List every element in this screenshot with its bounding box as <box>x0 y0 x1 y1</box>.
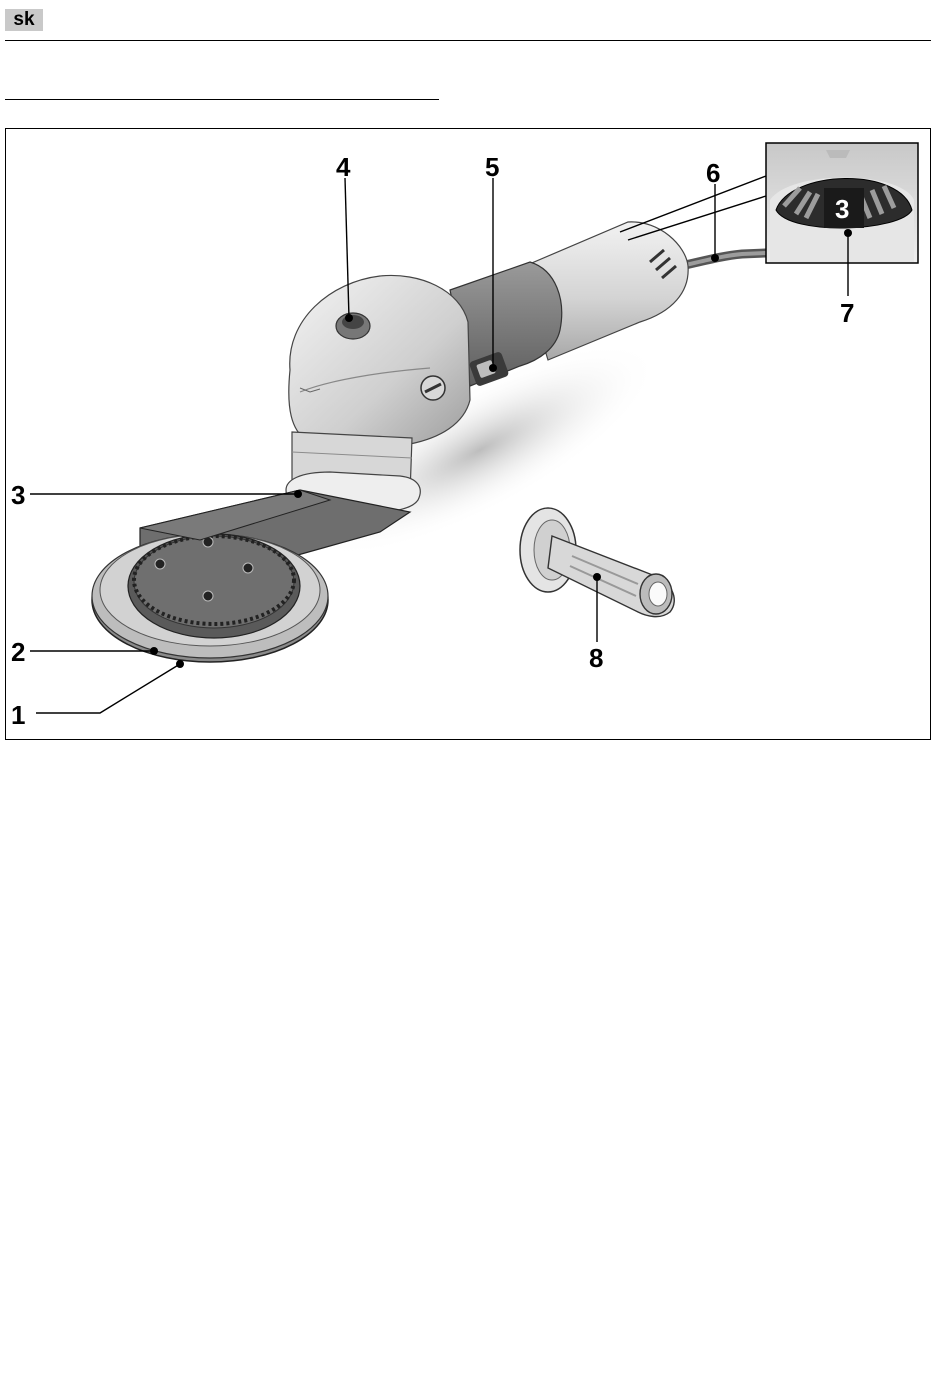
callout-3: 3 <box>11 480 25 510</box>
callout-5: 5 <box>485 152 499 182</box>
callout-8: 8 <box>589 643 603 673</box>
callout-4: 4 <box>336 152 351 182</box>
leader-6-inset-a <box>620 176 766 232</box>
tool-illustration: 3 4 5 6 7 3 2 1 8 <box>0 0 950 760</box>
leader-1 <box>36 664 180 713</box>
callout-1: 1 <box>11 700 25 730</box>
callout-7: 7 <box>840 298 854 328</box>
gear-head <box>289 275 470 444</box>
spindle-lock-button <box>336 313 370 339</box>
callout-6: 6 <box>706 158 720 188</box>
dial-setting-digit: 3 <box>835 194 849 224</box>
callout-2: 2 <box>11 637 25 667</box>
